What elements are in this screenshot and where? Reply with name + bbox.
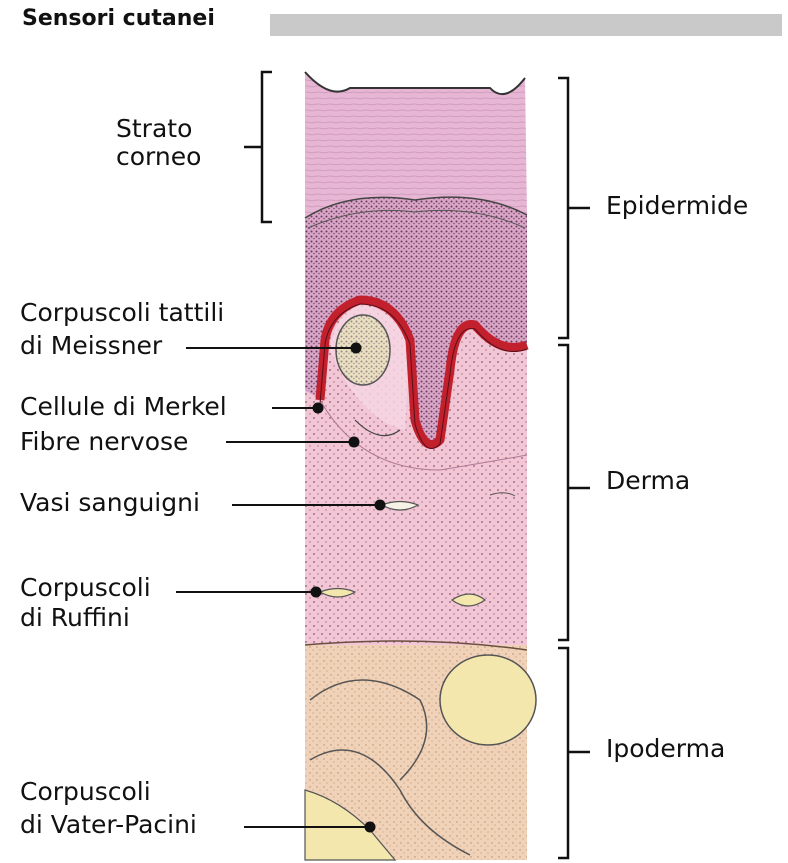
label-meissner-line2: di Meissner [20,331,162,361]
label-ipoderma: Ipoderma [606,734,725,764]
label-fibre-nervose: Fibre nervose [20,427,188,457]
label-ruffini-line1: Corpuscoli [20,573,151,603]
leader-merkel [272,403,324,414]
label-vasi-sanguigni: Vasi sanguigni [20,488,200,518]
bracket-epidermide [558,78,590,338]
label-derma: Derma [606,466,690,496]
label-strato-corneo-line2: corneo [116,142,201,172]
bracket-derma [558,345,590,640]
label-merkel: Cellule di Merkel [20,392,227,422]
label-pacini-line2: di Vater-Pacini [20,810,197,840]
label-strato-corneo-line1: Strato [116,114,192,144]
label-epidermide: Epidermide [606,191,748,221]
stratum-corneum [305,72,527,218]
bracket-strato-corneo [244,72,272,222]
leader-ruffini [176,587,322,598]
label-pacini-line1: Corpuscoli [20,777,151,807]
bracket-ipoderma [558,648,590,858]
label-ruffini-line2: di Ruffini [20,603,130,633]
label-meissner-line1: Corpuscoli tattili [20,298,224,328]
